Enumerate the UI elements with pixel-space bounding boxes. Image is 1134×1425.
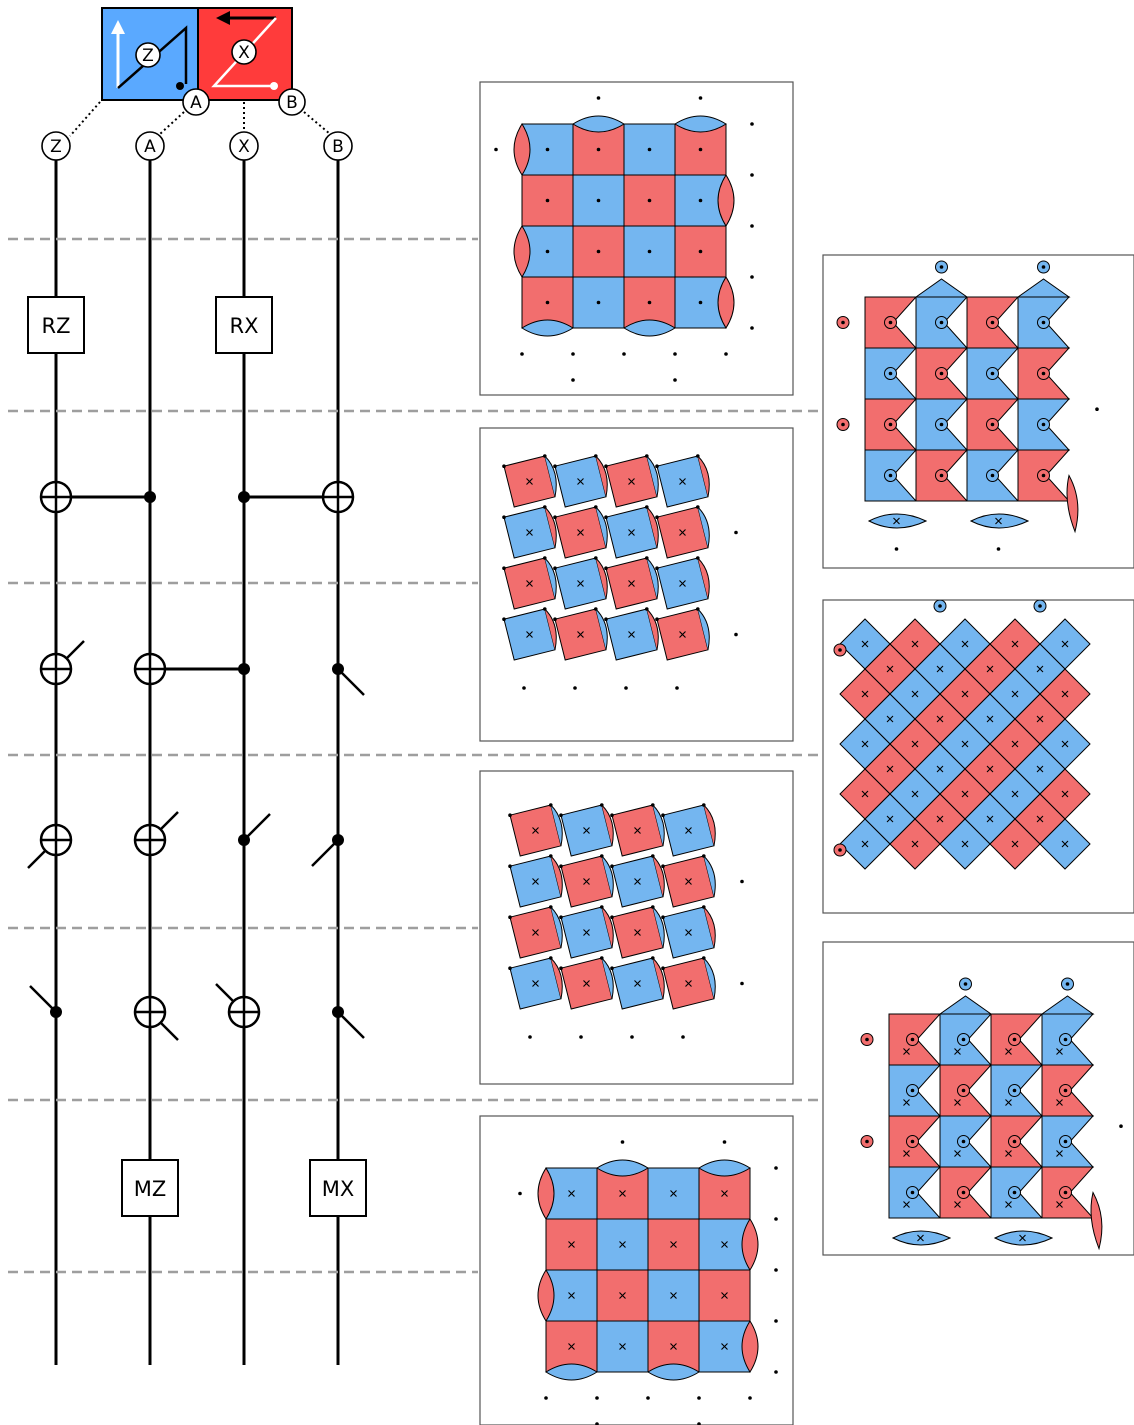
- qubit-label-x: X: [238, 137, 250, 157]
- lattice-panel: [480, 1116, 793, 1425]
- mz-gate-label: MZ: [134, 1177, 167, 1201]
- rx-gate-label: RX: [230, 314, 259, 338]
- qubit-wires: Z A X B: [42, 132, 352, 1365]
- x-legend-label: X: [238, 43, 250, 63]
- cnot-target: [41, 641, 84, 684]
- cnot-target: [135, 997, 178, 1040]
- cnot-target: [135, 654, 165, 684]
- cnot-control: [238, 491, 250, 503]
- z-legend-label: Z: [142, 46, 154, 66]
- qubit-label-z: Z: [50, 137, 62, 157]
- lattice-panel: [823, 255, 1134, 568]
- lattice-panel: [480, 771, 793, 1084]
- z-dot: [176, 82, 184, 90]
- qubit-label-b: B: [332, 137, 344, 157]
- x-dot: [270, 82, 278, 90]
- qubit-label-a: A: [144, 137, 156, 157]
- cnot-target: [216, 984, 259, 1027]
- lattice-panels: [480, 82, 1134, 1425]
- cnot-target: [28, 825, 71, 868]
- lattice-panel: [823, 942, 1134, 1268]
- cnot-target: [323, 482, 353, 512]
- lattice-panel: [823, 600, 1134, 913]
- mx-gate-label: MX: [322, 1177, 355, 1201]
- cnot-target: [135, 812, 178, 855]
- b-legend-label: B: [286, 93, 298, 113]
- cnot-control: [144, 491, 156, 503]
- rz-gate-label: RZ: [42, 314, 71, 338]
- lattice-panel: [480, 82, 793, 395]
- a-legend-label: A: [190, 93, 202, 113]
- cnot-target: [41, 482, 71, 512]
- gates: RZ RX: [28, 297, 366, 1216]
- cnot-control: [238, 663, 250, 675]
- legend: Z X A B: [70, 8, 330, 136]
- lattice-panel: [480, 428, 793, 741]
